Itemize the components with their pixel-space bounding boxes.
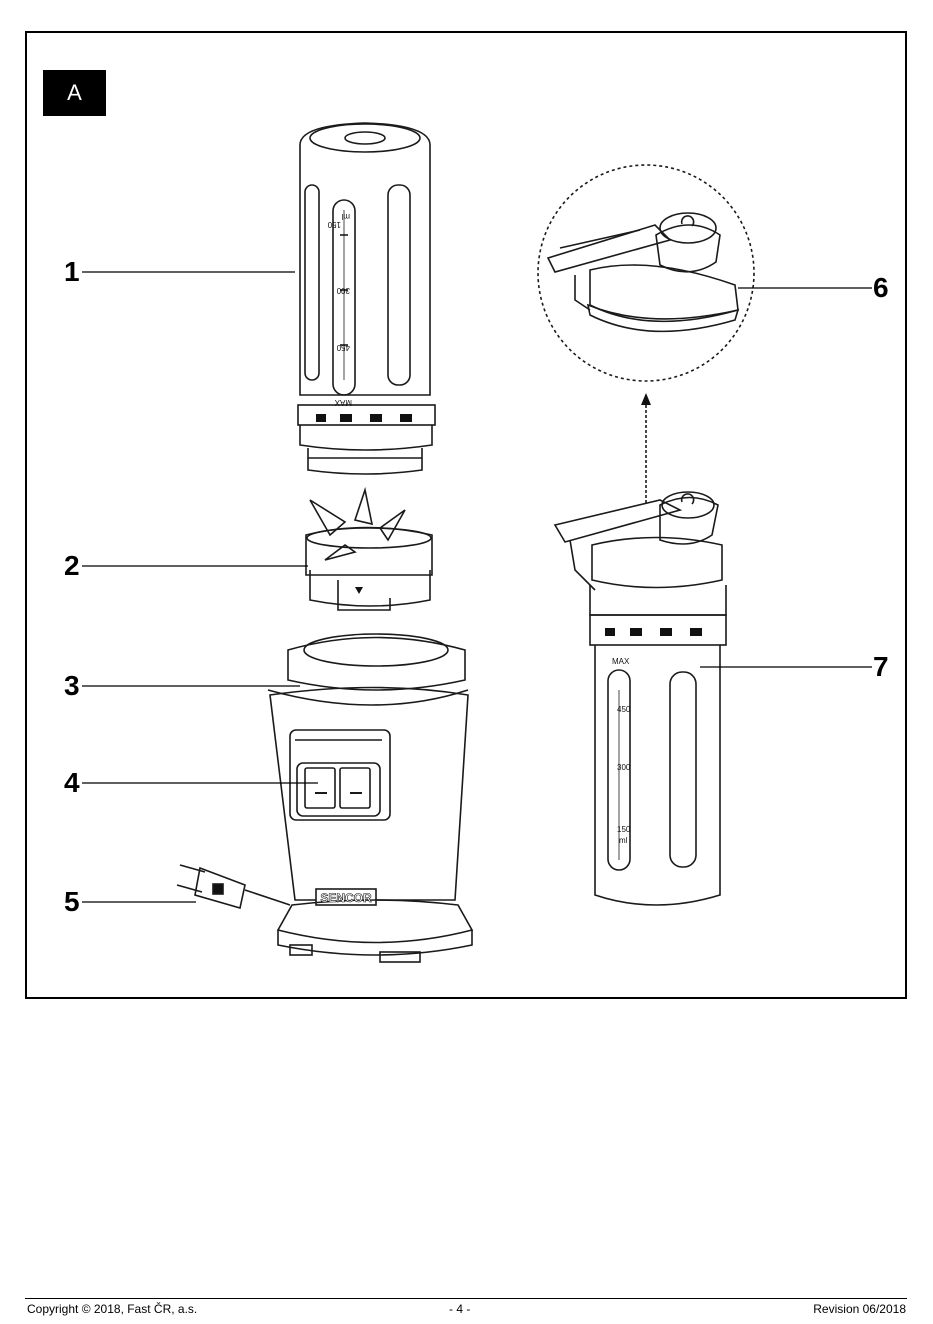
footer-revision: Revision 06/2018	[813, 1302, 906, 1316]
bottle-mark-ml: ml	[619, 836, 628, 845]
bottle-mark-max: MAX	[612, 657, 630, 666]
jar-mark-450: 450	[336, 343, 350, 352]
callout-2: 2	[64, 552, 80, 580]
jar-mark-300: 300	[336, 286, 350, 295]
lid-detail	[548, 213, 738, 331]
bottle-mark-150: 150	[617, 825, 631, 834]
footer-page-number: - 4 -	[449, 1302, 470, 1316]
motor-base	[268, 634, 472, 962]
footer-copyright: Copyright © 2018, Fast ČR, a.s.	[27, 1302, 197, 1316]
callout-1: 1	[64, 258, 80, 286]
brand-plate: SENCOR	[320, 891, 372, 905]
bottle-mark-450: 450	[617, 705, 631, 714]
callout-6: 6	[873, 274, 889, 302]
footer-rule	[25, 1298, 907, 1299]
jar-mark-ml: ml	[341, 212, 350, 221]
travel-bottle	[555, 492, 726, 905]
blade-unit	[306, 490, 432, 610]
callout-7: 7	[873, 653, 889, 681]
product-illustration: 150 ml 300 450 MAX SENCOR	[0, 0, 933, 1000]
callout-5: 5	[64, 888, 80, 916]
callout-4: 4	[64, 769, 80, 797]
jar-mark-max: MAX	[334, 398, 352, 407]
callout-3: 3	[64, 672, 80, 700]
leader-lines	[82, 272, 872, 902]
jar-mark-150: 150	[327, 220, 341, 229]
bottle-mark-300: 300	[617, 763, 631, 772]
